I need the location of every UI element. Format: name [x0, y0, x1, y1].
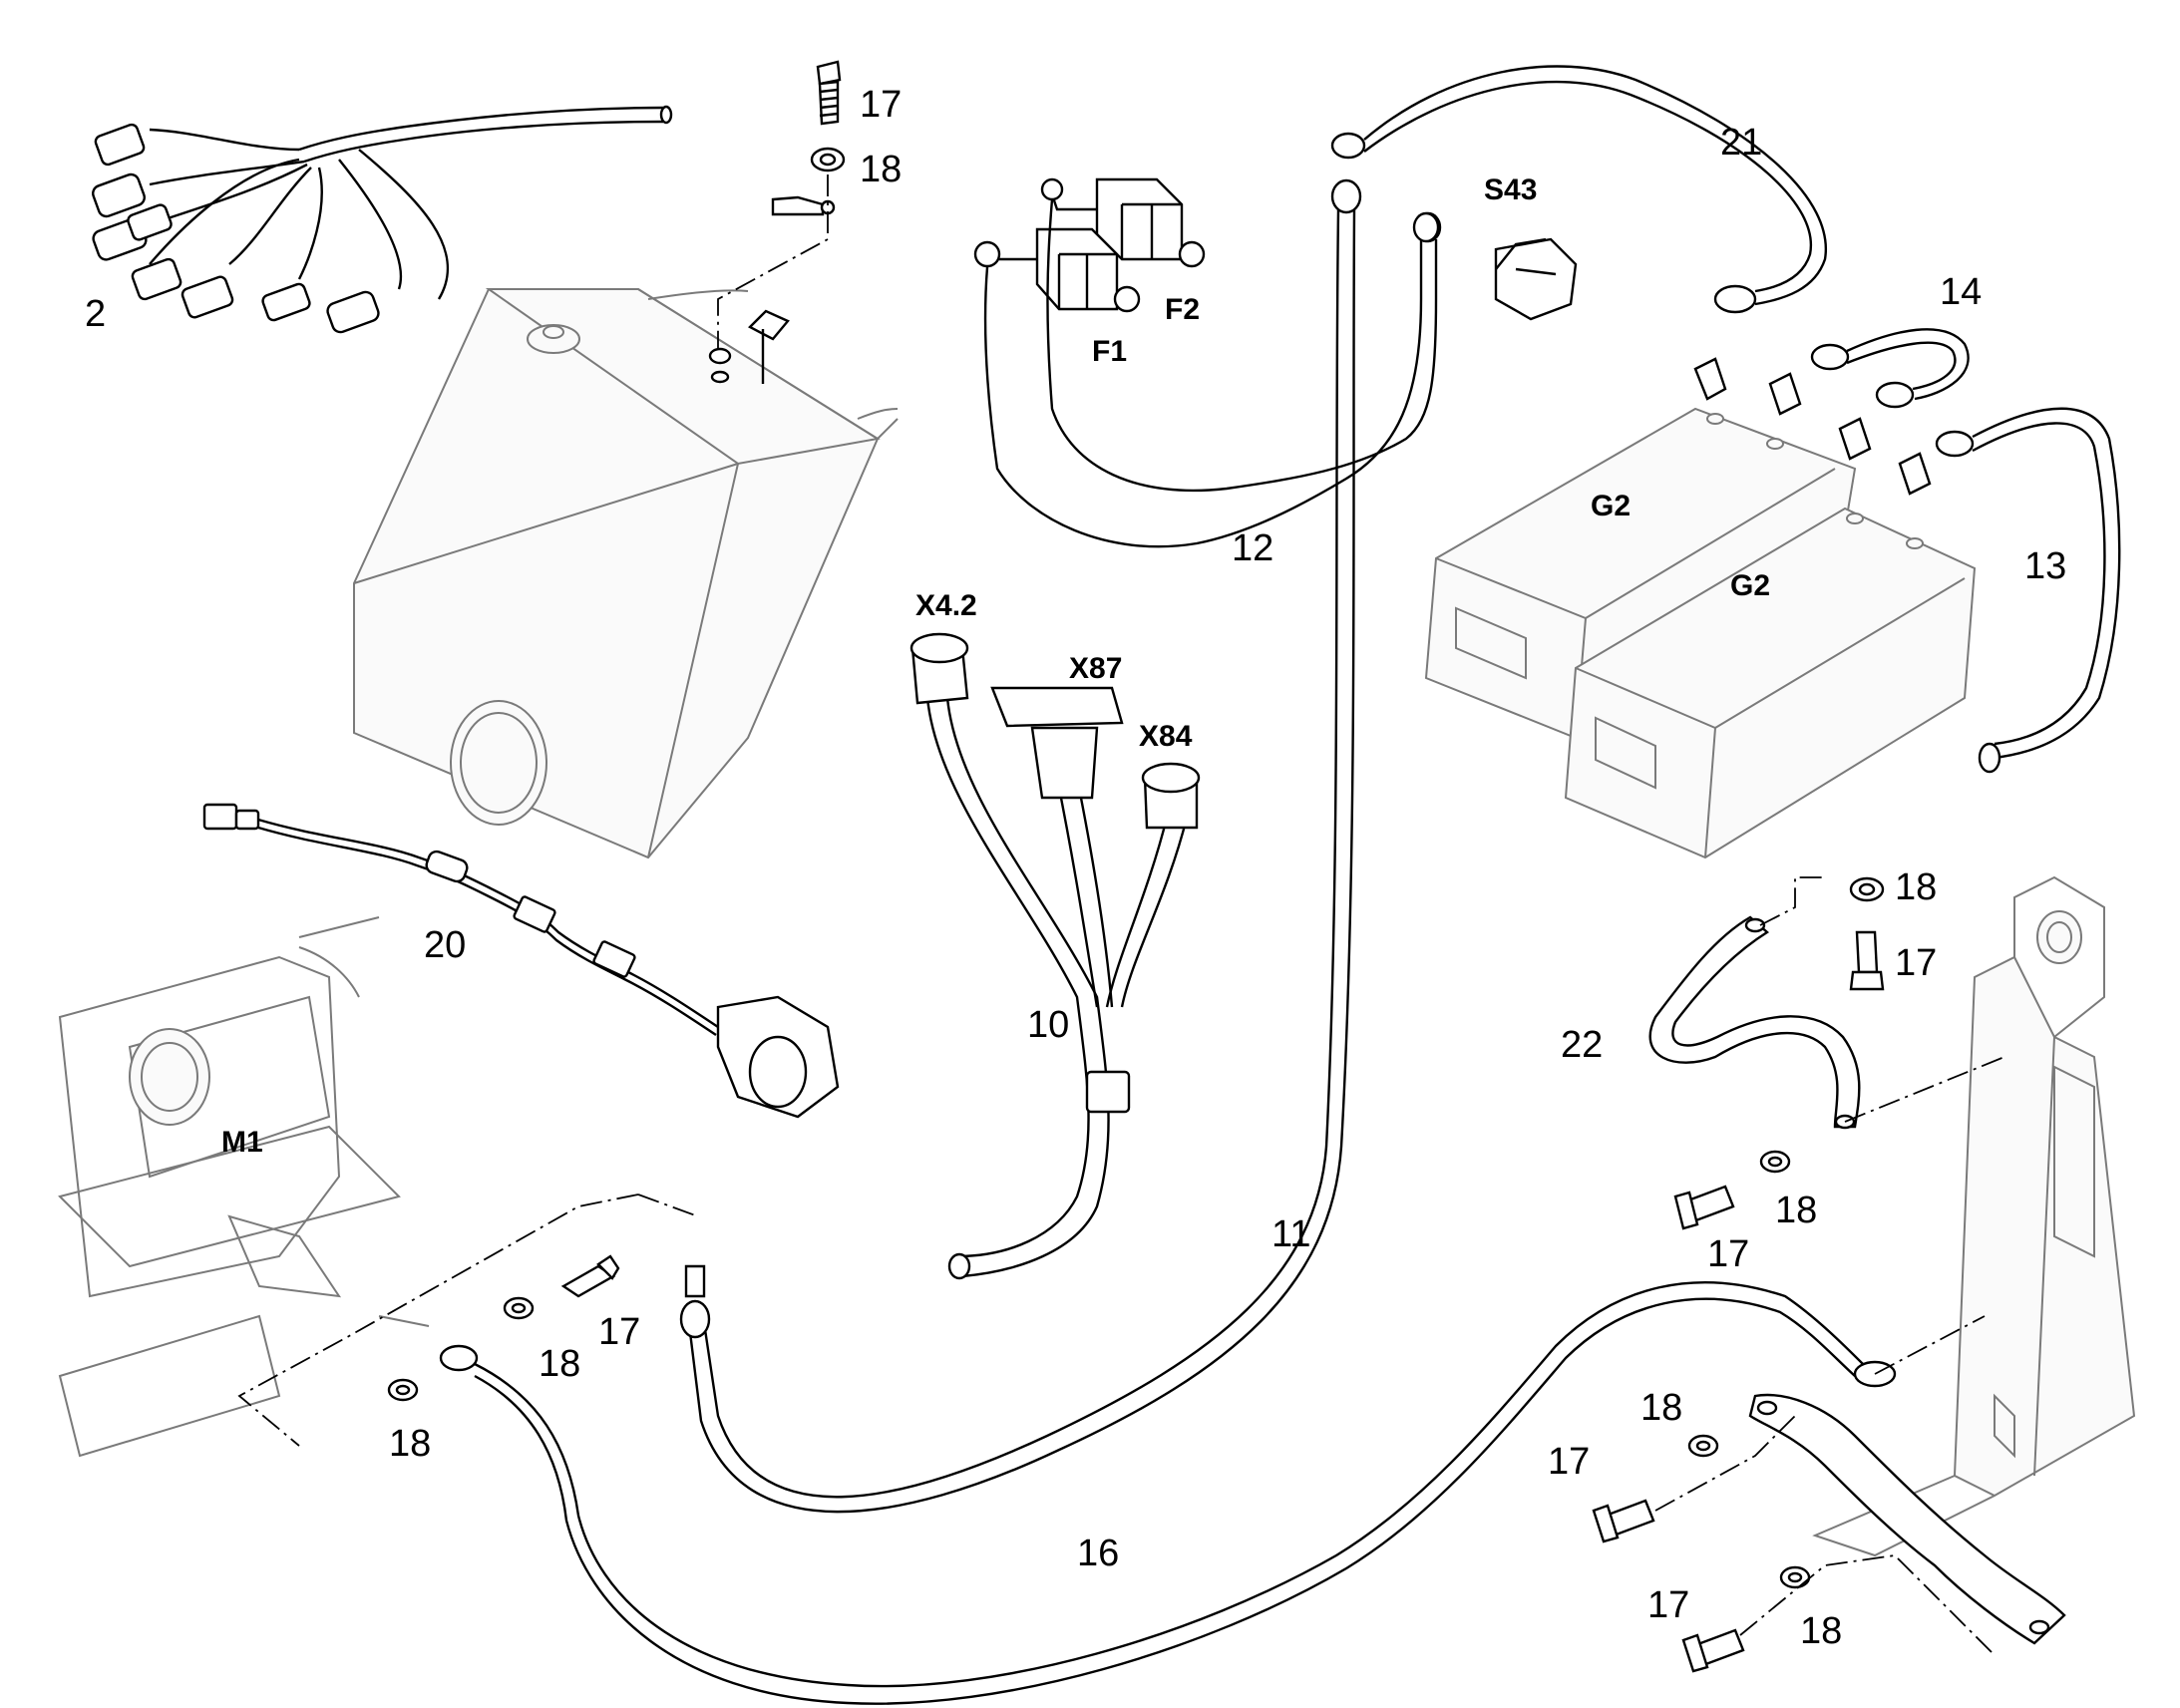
callout-2: 2 — [85, 293, 106, 335]
callout-21: 21 — [1720, 122, 1762, 164]
fuel-tank — [353, 195, 899, 859]
callout-22: 22 — [1561, 1024, 1603, 1066]
battery-g2-front — [1564, 507, 1977, 859]
bolt-17-mid — [1673, 1185, 1735, 1230]
callout-18-right: 18 — [1895, 866, 1937, 908]
callout-17-left: 17 — [598, 1311, 640, 1353]
ground-strap-22 — [1648, 915, 1861, 1130]
callout-17-bb: 17 — [1647, 1584, 1689, 1626]
motor-m1 — [58, 916, 430, 1458]
callout-10: 10 — [1027, 1004, 1069, 1046]
harness-10 — [909, 632, 1201, 1280]
label-x4-2: X4.2 — [915, 589, 977, 622]
callout-17-bl: 17 — [1548, 1441, 1590, 1483]
callout-17-mid: 17 — [1707, 1233, 1749, 1275]
callout-18-top: 18 — [860, 149, 902, 190]
cable-11 — [679, 178, 1362, 1514]
label-m1: M1 — [221, 1126, 263, 1159]
callout-20: 20 — [424, 924, 466, 966]
label-f1: F1 — [1092, 335, 1127, 368]
callout-17-top: 17 — [860, 84, 902, 126]
harness-20 — [202, 803, 840, 1119]
washer-18-top — [810, 147, 846, 172]
bolt-17-right — [1849, 930, 1885, 991]
callout-14: 14 — [1940, 271, 1982, 313]
washer-18-left-a — [503, 1296, 535, 1320]
switch-s43 — [1412, 211, 1578, 321]
callout-18-bl: 18 — [1640, 1387, 1682, 1429]
label-g2-back: G2 — [1591, 490, 1631, 522]
callout-18-left-b: 18 — [389, 1423, 431, 1465]
callout-18-bb: 18 — [1800, 1610, 1842, 1652]
bolt-17-left — [560, 1254, 620, 1298]
cable-13 — [1935, 407, 2121, 774]
battery-terminals — [1693, 357, 1932, 496]
bolt-17-top — [816, 60, 842, 126]
callout-17-right: 17 — [1895, 942, 1937, 984]
callout-16: 16 — [1077, 1533, 1119, 1574]
callout-13: 13 — [2024, 545, 2066, 587]
label-s43: S43 — [1484, 173, 1537, 206]
ground-strap-lower — [1748, 1393, 2066, 1645]
label-x84: X84 — [1139, 720, 1193, 753]
cable-21 — [1330, 65, 1828, 314]
label-f2: F2 — [1165, 293, 1200, 326]
callout-18-mid: 18 — [1775, 1190, 1817, 1231]
callout-18-left-a: 18 — [539, 1343, 580, 1385]
washer-18-left-b — [387, 1378, 419, 1402]
bolt-17-bl — [1592, 1499, 1655, 1543]
bolt-17-bb — [1681, 1628, 1745, 1673]
wiring-harness-2 — [92, 105, 673, 334]
label-g2-front: G2 — [1730, 569, 1770, 602]
fuse-f2 — [1040, 177, 1206, 268]
callout-12: 12 — [1232, 527, 1273, 569]
washer-18-bl — [1687, 1434, 1719, 1458]
washer-18-mid — [1759, 1150, 1791, 1174]
label-x87: X87 — [1069, 652, 1122, 685]
cable-14 — [1810, 328, 1970, 409]
fuse-f1 — [973, 227, 1141, 313]
mast-frame — [1812, 875, 2136, 1557]
cable-16 — [439, 1281, 1897, 1705]
callout-11: 11 — [1272, 1213, 1310, 1255]
washer-18-bb — [1779, 1565, 1811, 1589]
washer-18-right — [1849, 876, 1885, 902]
